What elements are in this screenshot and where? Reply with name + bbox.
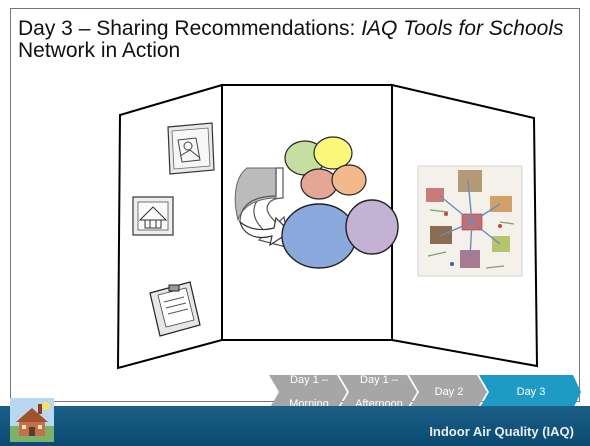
step-line1: Day 3 <box>516 386 546 398</box>
title-suffix: Network in Action <box>18 39 181 62</box>
step-line1: Day 2 <box>434 386 464 398</box>
mind-map-image <box>417 165 523 277</box>
footer-label: Indoor Air Quality (IAQ) <box>429 424 574 439</box>
step-label-day3[interactable]: Day 3 <box>489 375 573 409</box>
title-italic: IAQ Tools for Schools <box>361 17 564 40</box>
idea-bubbles <box>281 136 399 269</box>
building-icon <box>132 196 174 236</box>
chevron-shapes <box>269 375 581 409</box>
step-label-day1-morning[interactable]: Day 1 –Morning <box>279 374 339 410</box>
bubble-purple <box>345 199 399 255</box>
bubble-orange <box>331 164 367 196</box>
step-line1: Day 1 – <box>290 374 328 386</box>
bubble-red <box>300 168 338 200</box>
step-label-day2[interactable]: Day 2 <box>419 375 479 409</box>
school-building-logo <box>10 398 54 442</box>
chevron-day3[interactable] <box>479 375 581 409</box>
step-label-day1-afternoon[interactable]: Day 1 –Afternoon <box>349 374 409 410</box>
footer-bar: Indoor Air Quality (IAQ) <box>0 406 590 446</box>
chevron-day1-afternoon[interactable] <box>339 375 417 409</box>
bubble-yellow <box>313 136 353 170</box>
chevron-day1-morning[interactable] <box>269 375 347 409</box>
bubble-blue <box>281 203 357 269</box>
clipboard-icon <box>149 281 201 337</box>
step-line1: Day 1 – <box>360 374 398 386</box>
title-prefix: Day 3 – Sharing Recommendations: <box>18 17 362 40</box>
slide-title: Day 3 – Sharing Recommendations: IAQ Too… <box>18 18 578 62</box>
chevron-day2[interactable] <box>409 375 487 409</box>
collage-icon <box>167 122 215 175</box>
